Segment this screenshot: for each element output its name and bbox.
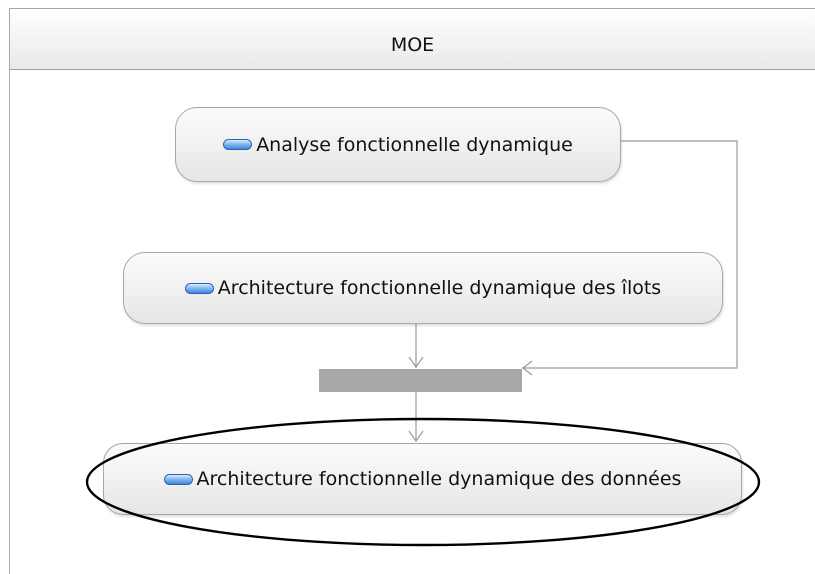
action-architecture-fonctionnelle-dynamique-des-donnees[interactable]: Architecture fonctionnelle dynamique des… bbox=[103, 443, 742, 515]
swimlane-title: MOE bbox=[390, 34, 435, 56]
join-bar[interactable] bbox=[319, 369, 522, 392]
swimlane-frame bbox=[9, 8, 815, 574]
arrowhead-ilots-to-join bbox=[408, 356, 424, 369]
control-flow-analyse-to-join[interactable] bbox=[522, 140, 738, 369]
swimlane-header[interactable] bbox=[10, 9, 815, 70]
arrowhead-analyse-to-join bbox=[522, 360, 533, 376]
action-icon bbox=[223, 139, 253, 150]
action-label: Architecture fonctionnelle dynamique des… bbox=[196, 468, 682, 490]
action-architecture-fonctionnelle-dynamique-des-ilots[interactable]: Architecture fonctionnelle dynamique des… bbox=[123, 252, 723, 324]
action-icon bbox=[184, 282, 214, 294]
action-label: Analyse fonctionnelle dynamique bbox=[256, 133, 573, 156]
action-analyse-fonctionnelle-dynamique[interactable]: Analyse fonctionnelle dynamique bbox=[175, 107, 621, 182]
action-icon bbox=[163, 473, 193, 485]
action-label: Architecture fonctionnelle dynamique des… bbox=[217, 277, 662, 299]
